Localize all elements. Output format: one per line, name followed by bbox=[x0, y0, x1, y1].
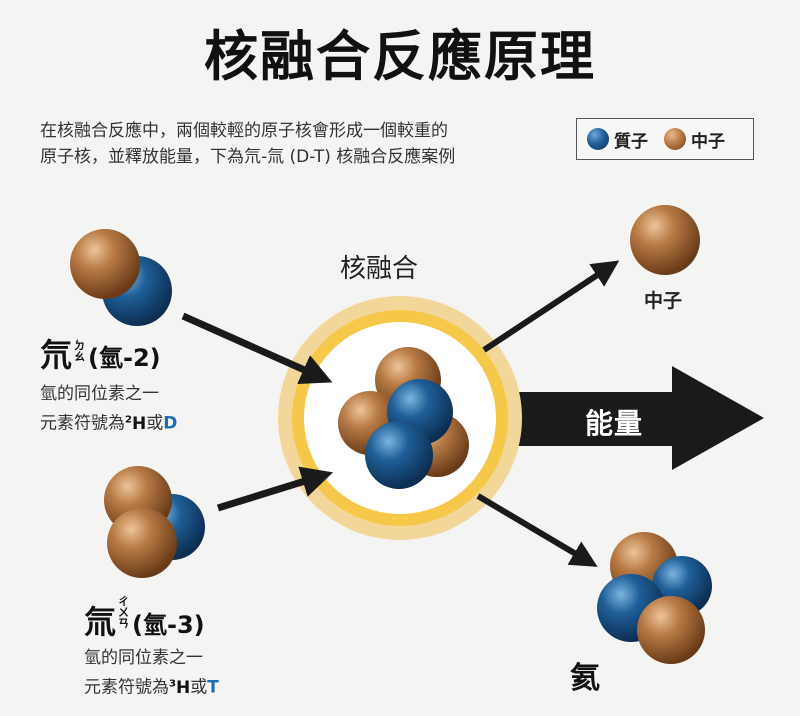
neutron bbox=[107, 508, 177, 578]
deuterium-char: 氘 bbox=[40, 336, 73, 374]
proton bbox=[365, 421, 433, 489]
fusing-cluster bbox=[338, 347, 469, 489]
tritium-alt-symbol: T bbox=[207, 677, 219, 698]
deuterium-arrow bbox=[181, 312, 333, 384]
tritium-nucleus bbox=[104, 466, 205, 578]
page-title: 核融合反應原理 bbox=[204, 25, 596, 88]
legend-proton-label: 質子 bbox=[614, 131, 648, 152]
energy-label: 能量 bbox=[585, 407, 644, 440]
deuterium-name: 氘ㄉㄠ(氫-2) bbox=[40, 330, 161, 376]
tritium-name: 氚ㄔㄨㄢ(氫-3) bbox=[84, 596, 205, 643]
helium-nucleus bbox=[597, 532, 712, 664]
output-neutron-label: 中子 bbox=[644, 290, 683, 312]
deuterium-symbol: 2H bbox=[125, 413, 147, 434]
tritium-desc: 氫的同位素之一 元素符號為3H或T bbox=[84, 646, 219, 701]
tritium-zhuyin: ㄔㄨㄢ bbox=[118, 595, 130, 630]
deuterium-desc: 氫的同位素之一 元素符號為2H或D bbox=[40, 382, 177, 437]
deuterium-alt-symbol: D bbox=[163, 413, 178, 434]
deuterium-desc-line-1: 氫的同位素之一 bbox=[40, 384, 159, 404]
neutron bbox=[70, 229, 140, 299]
legend-neutron-label: 中子 bbox=[691, 131, 725, 152]
energy-arrow bbox=[480, 366, 764, 470]
tritium-desc-line-2: 元素符號為3H或T bbox=[84, 677, 219, 698]
neutron-out-arrow bbox=[482, 260, 620, 353]
tritium-desc-line-1: 氫的同位素之一 bbox=[84, 648, 203, 668]
neutron bbox=[637, 596, 705, 664]
helium-out-arrow bbox=[476, 493, 598, 567]
neutron-legend-icon bbox=[664, 128, 686, 150]
intro-text: 在核融合反應中，兩個較輕的原子核會形成一個較重的 原子核，並釋放能量，下為氘-氚… bbox=[40, 118, 560, 170]
helium-label: 氦 bbox=[570, 661, 600, 696]
proton-legend-icon bbox=[587, 128, 609, 150]
deuterium-paren: (氫-2) bbox=[88, 344, 161, 372]
tritium-char: 氚 bbox=[84, 603, 117, 641]
legend: 質子 中子 bbox=[576, 118, 754, 160]
intro-line-1: 在核融合反應中，兩個較輕的原子核會形成一個較重的 bbox=[40, 121, 448, 141]
deuterium-zhuyin: ㄉㄠ bbox=[74, 339, 86, 363]
deuterium-desc-line-2: 元素符號為2H或D bbox=[40, 413, 178, 434]
tritium-arrow bbox=[216, 466, 334, 512]
deuterium-nucleus bbox=[70, 229, 172, 326]
fusion-label: 核融合 bbox=[340, 254, 419, 284]
intro-line-2: 原子核，並釋放能量，下為氘-氚 (D-T) 核融合反應案例 bbox=[40, 147, 456, 167]
output-neutron bbox=[630, 205, 700, 275]
tritium-paren: (氫-3) bbox=[132, 611, 205, 639]
tritium-symbol: 3H bbox=[169, 677, 191, 698]
